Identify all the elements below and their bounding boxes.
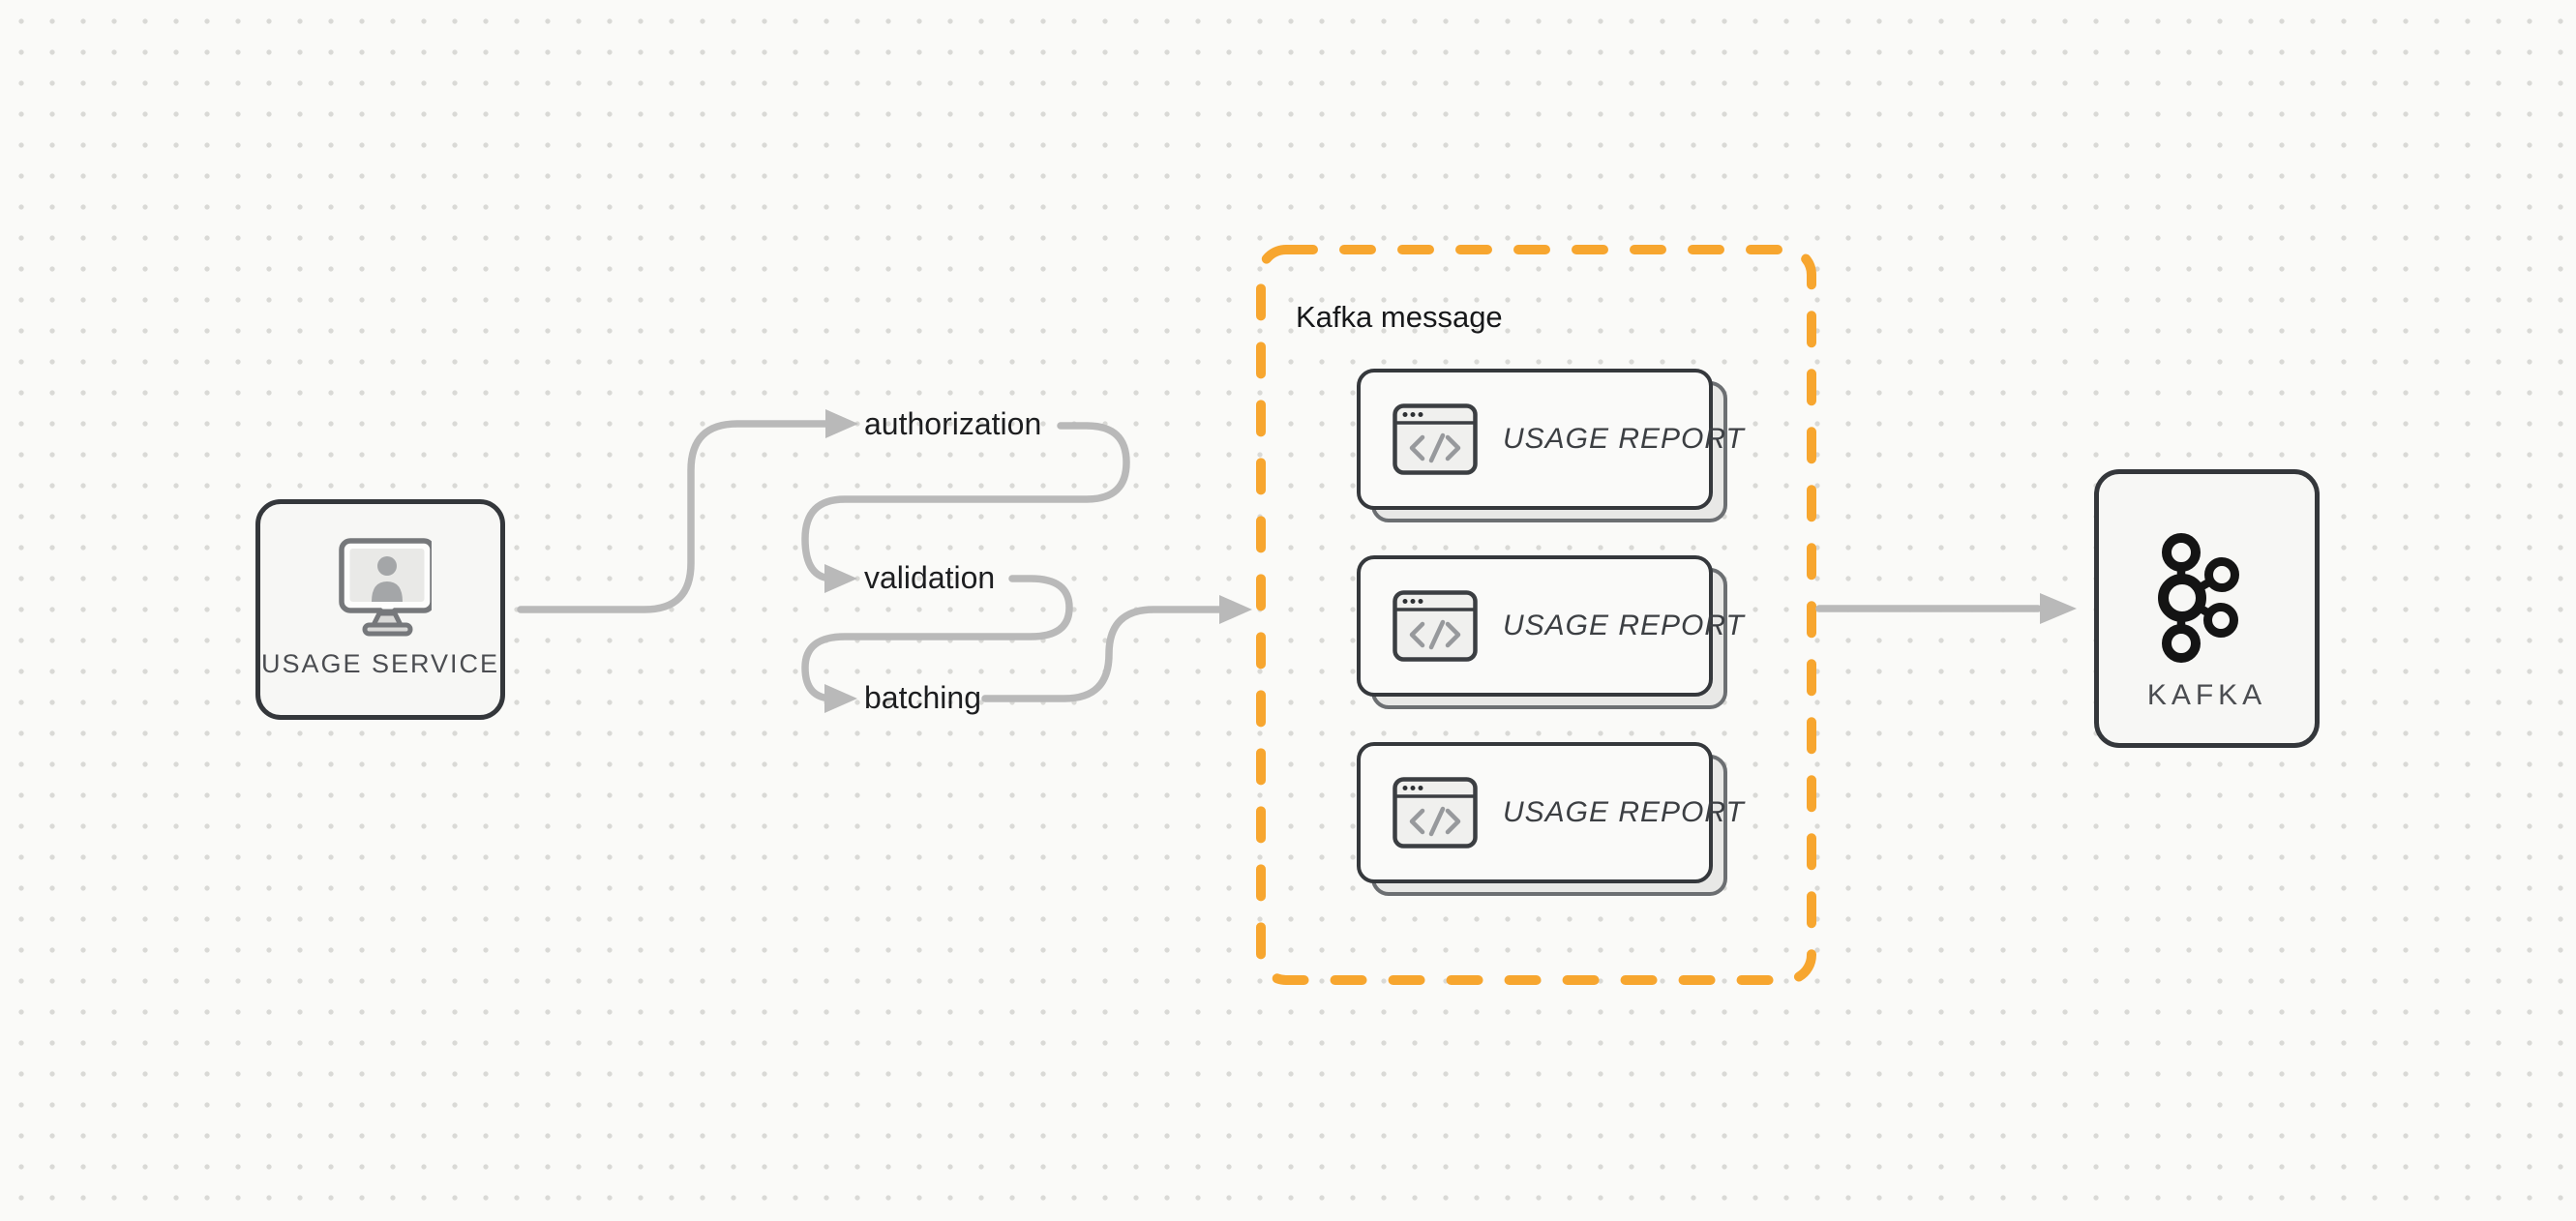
usage-report-label: USAGE REPORT [1503, 610, 1745, 641]
usage-report-card: USAGE REPORT [1357, 369, 1744, 522]
usage-service-label: USAGE SERVICE [260, 649, 500, 678]
arrow-validation-to-batching [801, 575, 1073, 713]
arrow-authorization-to-validation [801, 422, 1130, 593]
code-window-icon [1393, 403, 1478, 475]
arrow-kafka-message-to-kafka [1815, 593, 2077, 624]
kafka-logo-icon [2157, 533, 2239, 663]
usage-report-label: USAGE REPORT [1503, 423, 1745, 455]
kafka-message-boundary [1256, 245, 1816, 985]
usage-report-card: USAGE REPORT [1357, 555, 1744, 709]
arrowhead-icon [824, 564, 857, 593]
code-window-icon [1393, 777, 1478, 849]
arrowhead-icon [2040, 593, 2077, 624]
usage-report-card: USAGE REPORT [1357, 742, 1744, 896]
step-label-batching: batching [864, 680, 981, 716]
arrowhead-icon [1219, 595, 1252, 624]
code-window-icon [1393, 590, 1478, 662]
usage-service-node: USAGE SERVICE [255, 499, 505, 720]
arrowhead-icon [824, 684, 857, 713]
monitor-user-icon [339, 538, 432, 637]
arrow-usage-to-authorization [517, 409, 858, 613]
arrowhead-icon [825, 409, 858, 438]
arrow-batching-to-kafka-message [981, 595, 1252, 702]
kafka-node: KAFKA [2094, 469, 2320, 748]
step-label-validation: validation [864, 560, 996, 596]
step-label-authorization: authorization [864, 406, 1042, 442]
kafka-message-title: Kafka message [1296, 300, 1503, 334]
usage-report-label: USAGE REPORT [1503, 796, 1745, 828]
kafka-label: KAFKA [2146, 679, 2267, 711]
